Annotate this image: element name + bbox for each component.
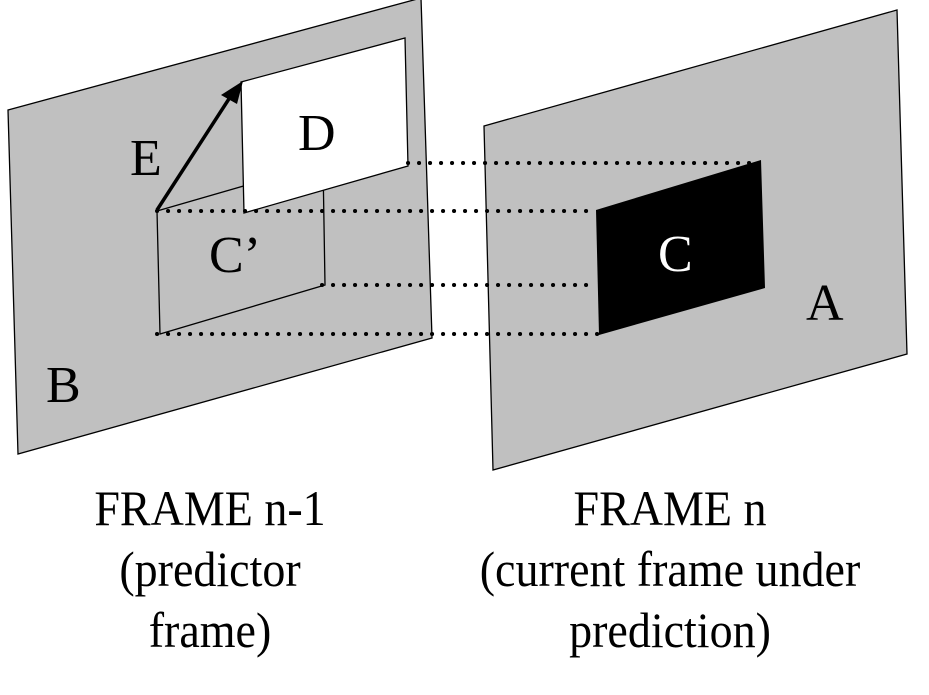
caption-current-frame: FRAME n (current frame under prediction) — [449, 478, 891, 661]
caption-right-line2: (current frame under — [479, 541, 861, 597]
caption-predictor-frame: FRAME n-1 (predictor frame) — [54, 478, 367, 661]
label-current-block-C: C — [658, 226, 693, 283]
caption-right-line1: FRAME n — [573, 480, 767, 536]
label-motion-vector-E: E — [130, 130, 162, 187]
label-frame-curr-A: A — [806, 275, 844, 332]
caption-right-line3: prediction) — [569, 602, 771, 658]
caption-left-line1: FRAME n-1 — [94, 480, 326, 536]
current-block-C — [596, 160, 765, 335]
label-reference-block-D: D — [298, 105, 336, 162]
label-frame-prev-B: B — [46, 357, 81, 414]
motion-vector-arrowhead — [221, 81, 243, 104]
motion-vector-arrow — [155, 86, 238, 211]
reference-block-D — [240, 37, 409, 214]
caption-left-line2: (predictor — [119, 541, 301, 597]
caption-left-line3: frame) — [148, 602, 272, 658]
label-colocated-block-C-prime: C’ — [209, 227, 261, 284]
